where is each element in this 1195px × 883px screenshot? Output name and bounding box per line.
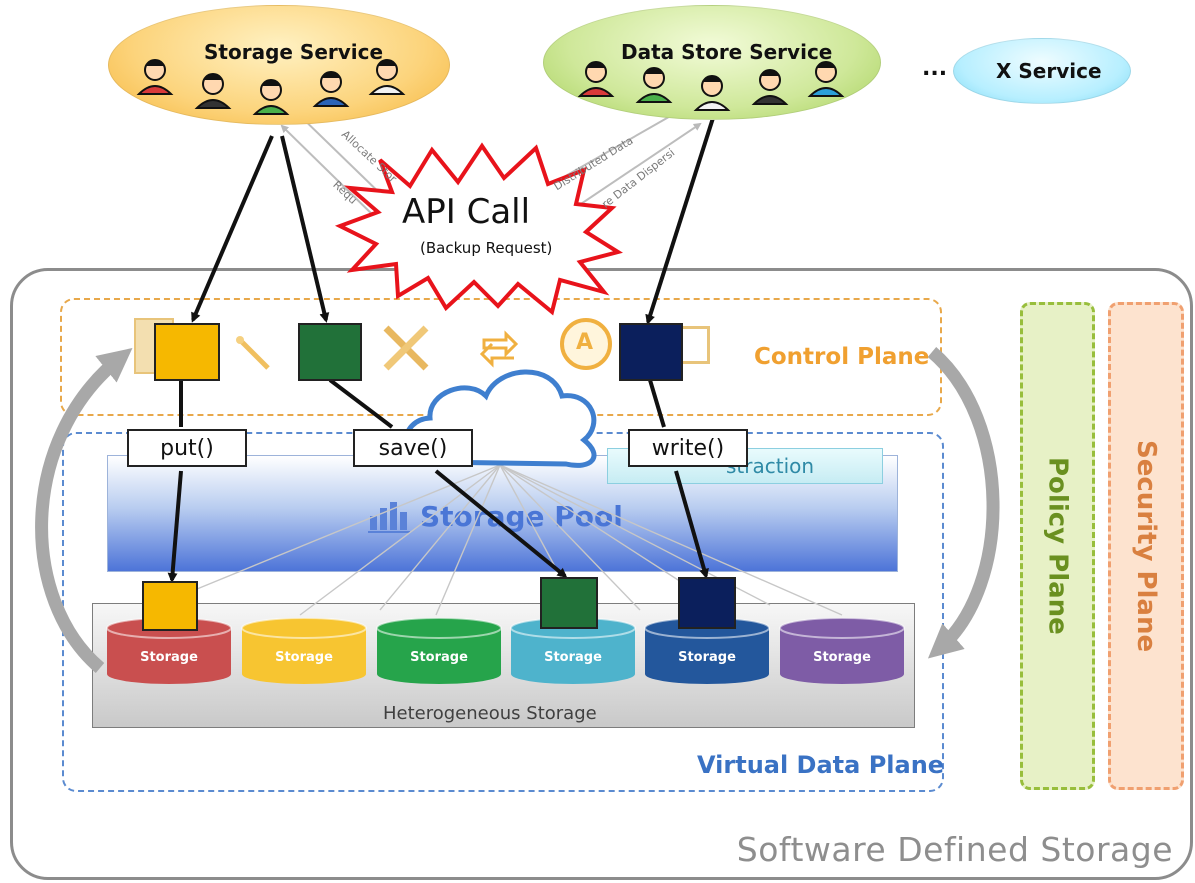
user-icon bbox=[693, 75, 731, 111]
access-app-icon: A bbox=[560, 318, 612, 370]
user-icon bbox=[312, 71, 350, 107]
security-plane-label: Security Plane bbox=[1131, 439, 1161, 653]
x-service-bubble: X Service bbox=[953, 38, 1131, 104]
policy-plane: Policy Plane bbox=[1020, 302, 1095, 790]
virtual-data-plane-label: Virtual Data Plane bbox=[697, 751, 945, 779]
storage-label-2: Storage bbox=[275, 650, 333, 665]
put-method-box: put() bbox=[127, 429, 247, 467]
storage-cylinder-6 bbox=[779, 617, 905, 684]
security-plane: Security Plane bbox=[1108, 302, 1184, 790]
sync-icon bbox=[476, 328, 522, 374]
user-icon bbox=[136, 59, 174, 95]
storage-label-6: Storage bbox=[813, 650, 871, 665]
storage-label-1: Storage bbox=[140, 650, 198, 665]
user-icon bbox=[577, 61, 615, 97]
user-icon bbox=[194, 73, 232, 109]
feedback-arrow-right bbox=[927, 347, 1000, 659]
x-service-title: X Service bbox=[996, 59, 1102, 83]
user-icon bbox=[635, 67, 673, 103]
storage-cylinders bbox=[100, 617, 910, 692]
put-block-storage bbox=[142, 581, 198, 631]
user-icon bbox=[751, 69, 789, 105]
storage-service-users bbox=[133, 52, 433, 130]
write-block-storage bbox=[678, 577, 736, 629]
data-store-service-title: Data Store Service bbox=[621, 40, 833, 64]
tools-icon bbox=[380, 322, 432, 378]
write-method-box: write() bbox=[628, 429, 748, 467]
heterogeneous-storage-label: Heterogeneous Storage bbox=[383, 703, 597, 724]
policy-plane-label: Policy Plane bbox=[1042, 457, 1073, 635]
software-defined-storage-label: Software Defined Storage bbox=[736, 830, 1173, 869]
storage-service-bubble: Storage Service bbox=[108, 5, 450, 125]
storage-service-title: Storage Service bbox=[204, 40, 384, 64]
storage-label-5: Storage bbox=[678, 650, 736, 665]
wand-icon bbox=[234, 334, 274, 378]
data-store-service-bubble: Data Store Service bbox=[543, 5, 881, 120]
save-method-box: save() bbox=[353, 429, 473, 467]
api-call-title: API Call bbox=[402, 192, 531, 232]
user-icon bbox=[368, 59, 406, 95]
user-icon bbox=[807, 61, 845, 97]
more-services-ellipsis: ... bbox=[922, 56, 948, 81]
save-block-control bbox=[298, 323, 362, 381]
feedback-arrow-left bbox=[35, 347, 133, 673]
put-block-control bbox=[154, 323, 220, 381]
save-block-storage bbox=[540, 577, 598, 629]
pool-chart-icon bbox=[368, 500, 410, 538]
storage-cylinder-3 bbox=[376, 617, 502, 684]
storage-label-3: Storage bbox=[410, 650, 468, 665]
data-store-service-users bbox=[574, 52, 864, 126]
storage-label-4: Storage bbox=[544, 650, 602, 665]
api-call-subtitle: (Backup Request) bbox=[420, 239, 553, 257]
control-plane-label: Control Plane bbox=[754, 344, 930, 370]
api-call-burst bbox=[334, 142, 623, 316]
user-icon bbox=[252, 79, 290, 115]
write-block-control bbox=[619, 323, 683, 381]
storage-cylinder-2 bbox=[241, 617, 367, 684]
